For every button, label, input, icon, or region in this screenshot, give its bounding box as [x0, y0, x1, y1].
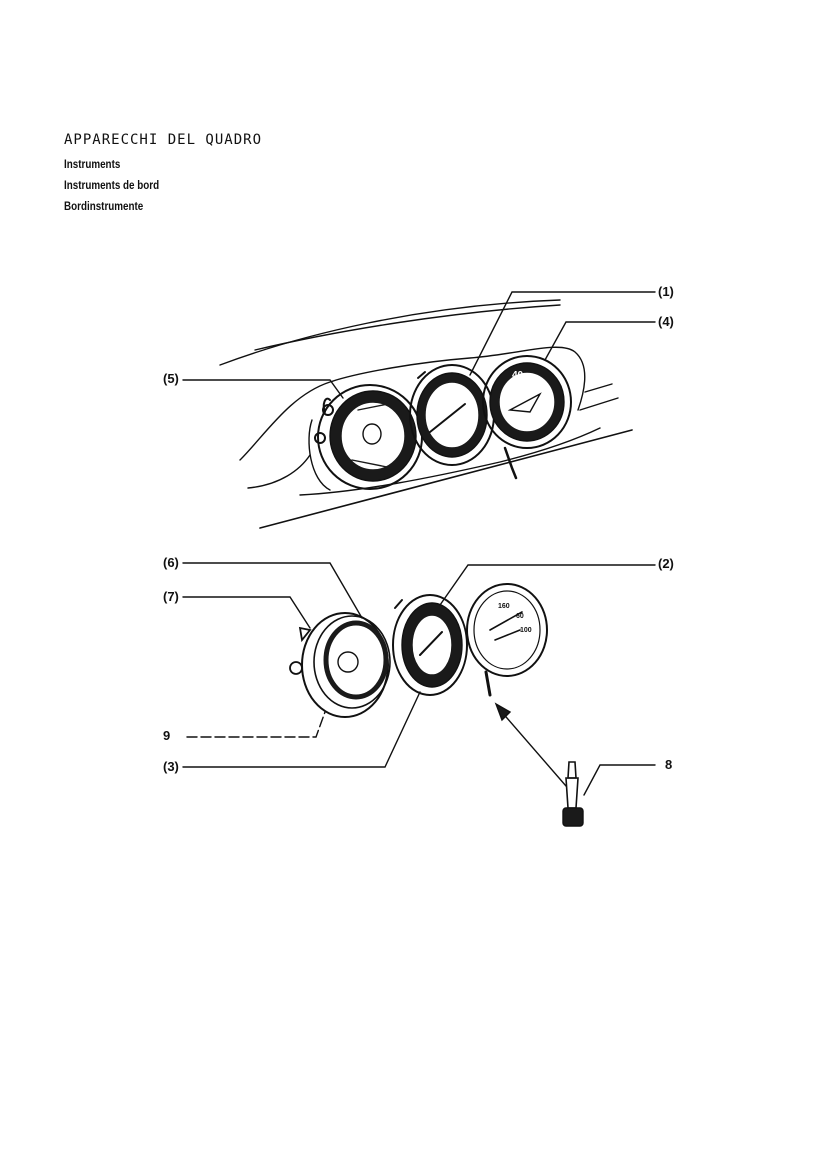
callout-2: (2) [658, 556, 674, 571]
speedo-numeral: 40 [446, 386, 458, 397]
page-title: APPARECCHI DEL QUADRO [64, 132, 263, 148]
callout-7: (7) [163, 589, 179, 604]
small-speedo-label-c: 100 [520, 627, 532, 634]
title-block: APPARECCHI DEL QUADRO Instruments Instru… [64, 132, 262, 217]
dashboard-outline [219, 299, 633, 529]
callout-1: (1) [658, 284, 674, 299]
cable-end-part [494, 702, 584, 827]
callout-4: (4) [658, 314, 674, 329]
tacho-numeral: 40 [512, 370, 524, 381]
center-gauge-upper [409, 364, 495, 466]
subtitle-fr: Instruments de bord [64, 178, 160, 192]
leader-lines-upper [182, 291, 656, 399]
center-gauge-lower [392, 594, 468, 696]
subtitle-en: Instruments [64, 157, 121, 171]
callout-5: (5) [163, 371, 179, 386]
callout-3: (3) [163, 759, 179, 774]
leader-lines-lower [182, 562, 656, 796]
small-speedo-label-b: 60 [516, 613, 524, 620]
callout-6: (6) [163, 555, 179, 570]
subtitle-de: Bordinstrumente [64, 199, 144, 213]
callout-9: 9 [163, 728, 171, 743]
right-gauge-upper [482, 355, 572, 480]
speedometer-lower [466, 583, 548, 697]
callout-8: 8 [665, 757, 673, 772]
combination-gauge-upper [314, 384, 423, 490]
small-speedo-label-a: 160 [498, 603, 510, 610]
combination-gauge-lower [289, 612, 391, 718]
